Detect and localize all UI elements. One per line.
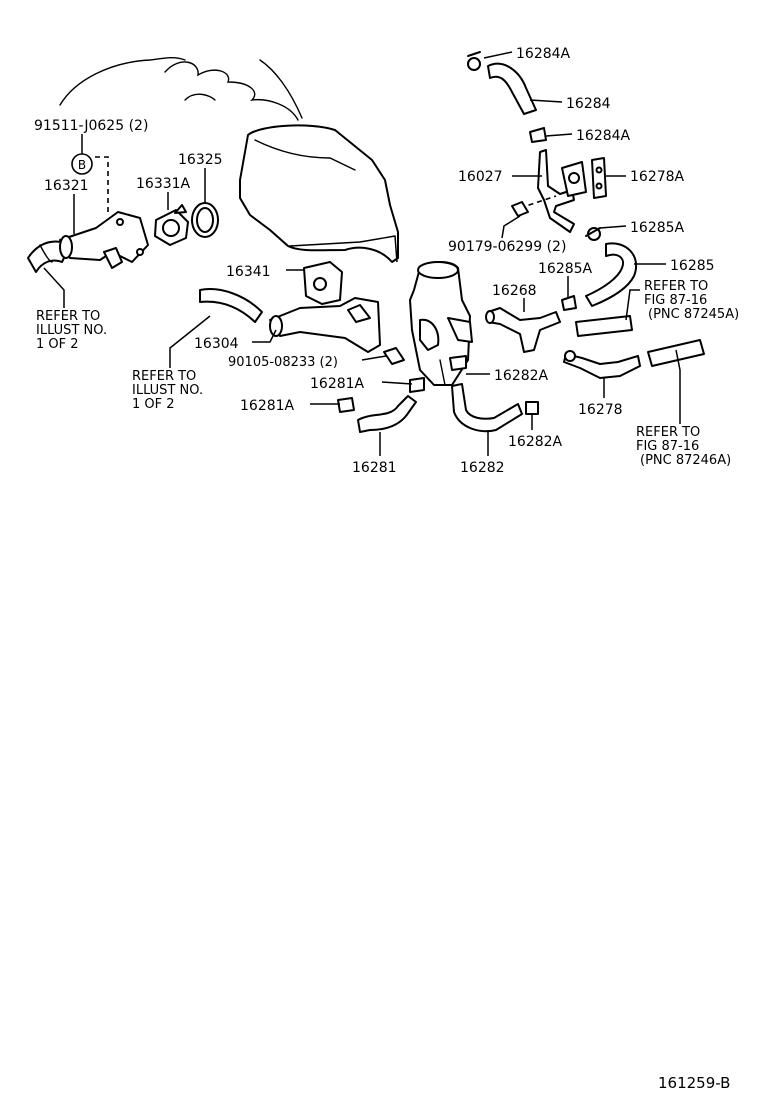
svg-text:FIG 87-16: FIG 87-16 [636,439,699,454]
svg-text:ILLUST NO.: ILLUST NO. [132,383,203,398]
label-16281A-b: 16281A [240,398,295,414]
clamp-16284A-mid [529,127,547,143]
gasket-16278A [591,157,607,199]
clamp-16282A-b [525,401,539,415]
bypass-hose-left [199,288,263,323]
svg-text:1 OF 2: 1 OF 2 [36,337,79,352]
clamp-16281A-b [337,397,355,413]
marker-b: B [78,158,86,172]
engine-outline [59,57,399,263]
svg-text:(PNC 87245A): (PNC 87245A) [648,307,739,322]
water-hose-16281 [357,395,417,433]
svg-text:ILLUST NO.: ILLUST NO. [36,323,107,338]
svg-text:(PNC 87246A): (PNC 87246A) [640,453,731,468]
label-16284: 16284 [566,96,611,112]
gasket-16341 [303,261,343,305]
svg-text:FIG 87-16: FIG 87-16 [644,293,707,308]
svg-text:REFER TO: REFER TO [636,425,700,440]
label-16304: 16304 [194,336,239,352]
label-16281: 16281 [352,460,397,476]
label-16341: 16341 [226,264,271,280]
svg-text:REFER TO: REFER TO [644,279,708,294]
ref-note-fig-87245A: REFER TO FIG 87-16 (PNC 87245A) [644,279,739,322]
ref-note-left-1: REFER TO ILLUST NO. 1 OF 2 [36,309,107,352]
label-16268: 16268 [492,283,537,299]
water-pipe-16278 [563,350,641,379]
hose-ref-87245A [575,315,633,337]
label-16284A-mid: 16284A [576,128,631,144]
label-16282A-a: 16282A [494,368,549,384]
thermostat-16331A [154,204,189,246]
clamp-16281A-a [409,377,425,393]
clamp-16285A-center [561,295,577,311]
label-91511: 91511-J0625 (2) [34,118,148,134]
label-16321: 16321 [44,178,89,194]
label-16284A-top: 16284A [516,46,571,62]
water-hose-16282 [451,383,523,433]
water-bypass-pipe-16268 [485,307,561,353]
label-16285A-center: 16285A [538,261,593,277]
central-water-housing [409,261,473,386]
label-90179: 90179-06299 (2) [448,239,566,255]
svg-text:1 OF 2: 1 OF 2 [132,397,175,412]
label-16278: 16278 [578,402,623,418]
clamp-16285A-right [585,227,601,241]
label-16027: 16027 [458,169,503,185]
marker-b-circle [71,153,93,175]
label-16281A-a: 16281A [310,376,365,392]
water-hose-16285 [585,242,637,307]
bolt-90179 [511,201,529,217]
label-16285A-right: 16285A [630,220,685,236]
label-16278A: 16278A [630,169,685,185]
leader-lines [43,51,681,456]
label-16285: 16285 [670,258,715,274]
water-pipe-16027 [537,149,587,233]
water-inlet-16321 [59,211,149,269]
label-16282A-b: 16282A [508,434,563,450]
ref-note-fig-87246A: REFER TO FIG 87-16 (PNC 87246A) [636,425,731,468]
gasket-16325-inner [196,207,214,233]
clamp-16282A-a [449,355,467,371]
label-90105: 90105-08233 (2) [228,355,338,370]
ref-note-left-2: REFER TO ILLUST NO. 1 OF 2 [132,369,203,412]
label-16325: 16325 [178,152,223,168]
label-16282: 16282 [460,460,505,476]
bolt-90179-link [519,195,557,209]
bolt-90105 [383,347,405,365]
marker-b-link [95,156,109,215]
water-outlet-16304 [269,297,381,353]
svg-text:REFER TO: REFER TO [36,309,100,324]
svg-text:REFER TO: REFER TO [132,369,196,384]
label-16331A: 16331A [136,176,191,192]
diagram-id: 161259-B [658,1074,730,1092]
water-hose-16284 [487,62,537,115]
clamp-16284A-top [467,51,481,71]
